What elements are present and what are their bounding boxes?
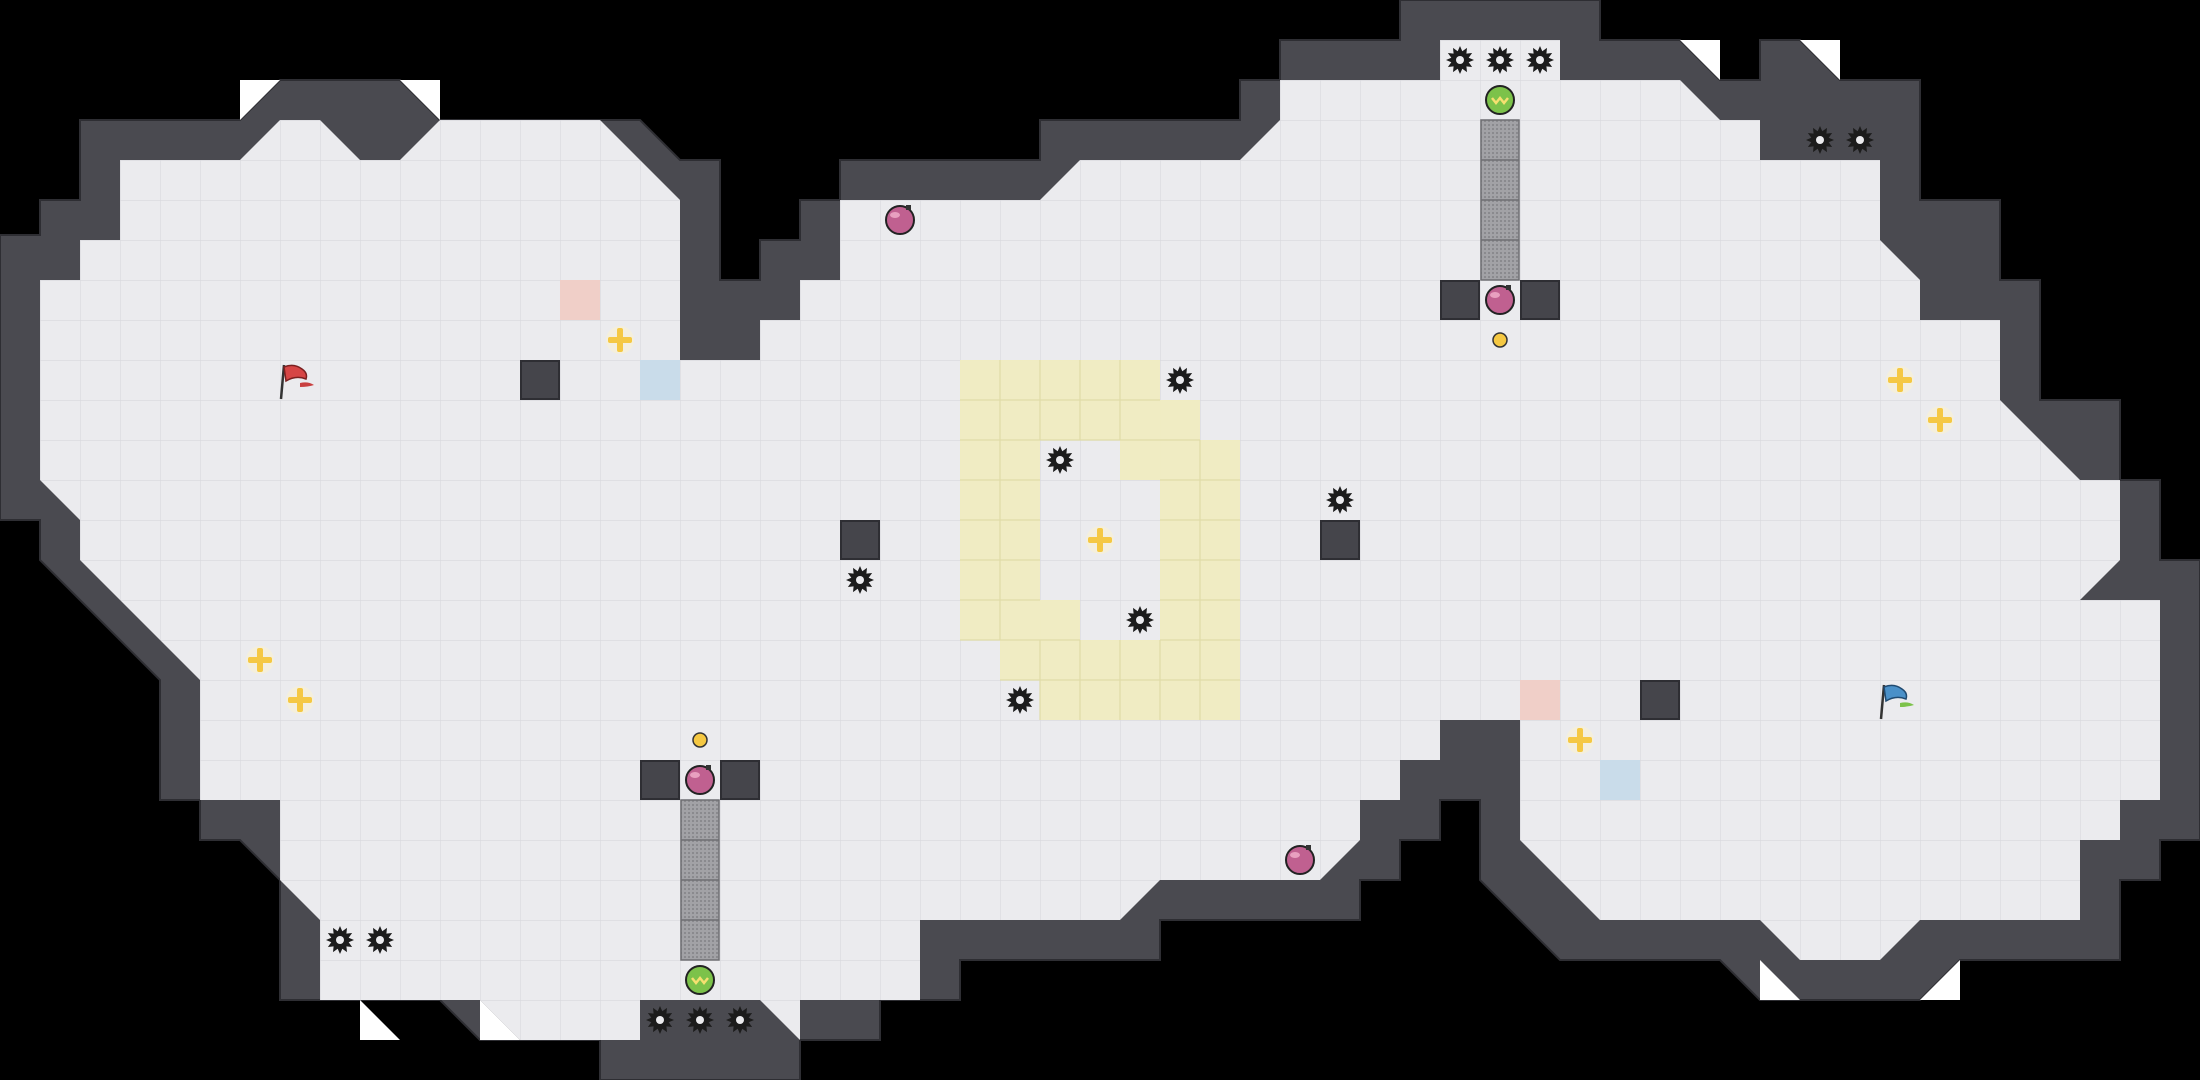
block — [1320, 520, 1360, 560]
boosters-layer — [685, 85, 1515, 995]
powerup — [606, 326, 634, 354]
spike-hazard — [1126, 606, 1154, 634]
bomb — [685, 765, 715, 795]
powerup — [1566, 726, 1594, 754]
spike-hazard — [846, 566, 874, 594]
portal-dot — [692, 732, 708, 748]
red-tile — [1520, 680, 1560, 720]
spike-hazard — [1446, 46, 1474, 74]
spike-hazard — [1326, 486, 1354, 514]
gate-top — [1480, 119, 1520, 281]
powerup — [1086, 526, 1114, 554]
block — [1640, 680, 1680, 720]
block — [840, 520, 880, 560]
bomb — [1485, 285, 1515, 315]
spike-hazard — [366, 926, 394, 954]
booster — [1485, 85, 1515, 115]
blue-tile — [640, 360, 680, 400]
wall-notch — [1760, 960, 1800, 1000]
wall-notch — [360, 1000, 400, 1040]
wall-blocks — [520, 280, 1680, 800]
block — [720, 760, 760, 800]
spike-hazard — [646, 1006, 674, 1034]
powerups-layer — [246, 326, 1954, 754]
spike-hazard — [326, 926, 354, 954]
block — [520, 360, 560, 400]
bombs-layer — [685, 205, 1515, 875]
red-tile — [560, 280, 600, 320]
bomb — [885, 205, 915, 235]
powerup — [286, 686, 314, 714]
wall-notch — [400, 80, 440, 120]
spike-hazard — [1006, 686, 1034, 714]
wall-notch — [1920, 960, 1960, 1000]
gate-bottom — [680, 799, 720, 961]
block — [640, 760, 680, 800]
booster — [685, 965, 715, 995]
spike-hazard — [1166, 366, 1194, 394]
wall-notch — [1680, 40, 1720, 80]
spike-hazard — [726, 1006, 754, 1034]
wall-notch — [1800, 40, 1840, 80]
spike-hazard — [1526, 46, 1554, 74]
wall-notch — [240, 80, 280, 120]
spike-hazard — [1046, 446, 1074, 474]
powerup — [1886, 366, 1914, 394]
spike-hazard — [1486, 46, 1514, 74]
red-flag[interactable] — [279, 364, 314, 400]
bomb — [1285, 845, 1315, 875]
blue-flag[interactable] — [1879, 684, 1914, 720]
yellow-grid — [960, 360, 1240, 720]
blue-tile — [1600, 760, 1640, 800]
wall-notch — [480, 1000, 520, 1040]
portal-dot — [1492, 332, 1508, 348]
powerup — [1926, 406, 1954, 434]
powerup — [246, 646, 274, 674]
spike-hazard — [1846, 126, 1874, 154]
spike-hazard — [1806, 126, 1834, 154]
spikes-layer — [326, 46, 1874, 1034]
block — [1440, 280, 1480, 320]
spike-hazard — [686, 1006, 714, 1034]
yellow-zone — [960, 360, 1240, 720]
block — [1520, 280, 1560, 320]
